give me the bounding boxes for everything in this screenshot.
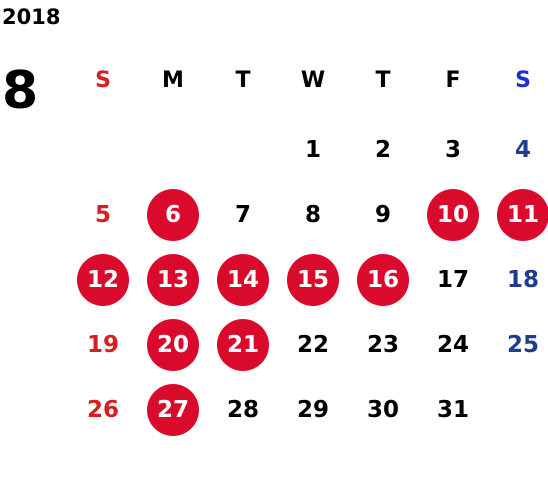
calendar-week-row: 5 6 7 8 9 10 11 (68, 182, 548, 247)
day-number (217, 124, 269, 176)
weekday-header-monday: M (162, 67, 184, 93)
day-number: 2 (374, 136, 391, 163)
calendar-day-cell[interactable]: 22 (278, 312, 348, 377)
calendar-day-cell[interactable]: 16 (348, 247, 418, 312)
day-number: 9 (374, 201, 391, 228)
day-number: 25 (506, 331, 539, 358)
day-number: 17 (436, 266, 469, 293)
day-number: 8 (304, 201, 321, 228)
day-number: 31 (436, 396, 469, 423)
weekday-header-sunday: S (95, 67, 111, 93)
calendar-week-row: 19 20 21 22 23 24 25 (68, 312, 548, 377)
holiday-day-number: 21 (217, 318, 269, 371)
day-number: 18 (506, 266, 539, 293)
calendar-day-cell[interactable]: 6 (138, 182, 208, 247)
holiday-day-number: 14 (217, 253, 269, 306)
calendar-empty-cell (138, 117, 208, 182)
weekday-header-row: S M T W T F S (68, 52, 548, 117)
calendar-day-cell[interactable]: 3 (418, 117, 488, 182)
calendar-day-cell[interactable]: 21 (208, 312, 278, 377)
calendar-day-cell[interactable]: 2 (348, 117, 418, 182)
day-number: 4 (514, 136, 531, 163)
calendar-day-cell[interactable]: 13 (138, 247, 208, 312)
weekday-header-thursday: T (375, 67, 391, 93)
day-number: 24 (436, 331, 469, 358)
calendar-day-cell[interactable]: 27 (138, 377, 208, 442)
day-number: 26 (86, 396, 119, 423)
weekday-header-wednesday: W (300, 67, 326, 93)
calendar-day-cell[interactable]: 7 (208, 182, 278, 247)
day-number: 23 (366, 331, 399, 358)
holiday-day-number: 15 (287, 253, 339, 306)
calendar-day-cell[interactable]: 25 (488, 312, 548, 377)
calendar-day-cell[interactable]: 19 (68, 312, 138, 377)
day-number: 22 (296, 331, 329, 358)
holiday-day-number: 13 (147, 253, 199, 306)
day-number: 19 (86, 331, 119, 358)
weekday-header-friday: F (445, 67, 461, 93)
calendar-day-cell[interactable]: 17 (418, 247, 488, 312)
day-number: 7 (234, 201, 251, 228)
calendar-day-cell[interactable]: 20 (138, 312, 208, 377)
calendar-day-cell[interactable]: 28 (208, 377, 278, 442)
calendar-day-cell[interactable]: 31 (418, 377, 488, 442)
calendar-empty-cell (208, 117, 278, 182)
holiday-day-number: 12 (77, 253, 129, 306)
day-number: 28 (226, 396, 259, 423)
calendar-day-cell[interactable]: 14 (208, 247, 278, 312)
weekday-header-saturday: S (515, 67, 531, 93)
calendar-day-cell[interactable]: 29 (278, 377, 348, 442)
calendar-day-cell[interactable]: 11 (488, 182, 548, 247)
calendar-empty-cell (488, 377, 548, 442)
day-number (77, 124, 129, 176)
calendar-day-cell[interactable]: 5 (68, 182, 138, 247)
holiday-day-number: 6 (147, 188, 199, 241)
day-number: 3 (444, 136, 461, 163)
day-number: 1 (304, 136, 321, 163)
holiday-day-number: 27 (147, 383, 199, 436)
calendar-day-cell[interactable]: 23 (348, 312, 418, 377)
holiday-day-number: 11 (497, 188, 548, 241)
calendar-day-cell[interactable]: 10 (418, 182, 488, 247)
month-number: 8 (2, 61, 39, 121)
calendar-day-cell[interactable]: 1 (278, 117, 348, 182)
calendar-day-cell[interactable]: 8 (278, 182, 348, 247)
holiday-day-number: 20 (147, 318, 199, 371)
calendar-day-cell[interactable]: 26 (68, 377, 138, 442)
day-number: 29 (296, 396, 329, 423)
calendar-day-cell[interactable]: 9 (348, 182, 418, 247)
calendar-day-cell[interactable]: 18 (488, 247, 548, 312)
calendar-day-cell[interactable]: 12 (68, 247, 138, 312)
calendar-day-cell[interactable]: 30 (348, 377, 418, 442)
weekday-header-tuesday: T (235, 67, 251, 93)
holiday-day-number: 10 (427, 188, 479, 241)
day-number: 5 (94, 201, 111, 228)
holiday-day-number: 16 (357, 253, 409, 306)
calendar-week-row: 26 27 28 29 30 31 (68, 377, 548, 442)
year-label: 2018 (2, 5, 61, 29)
calendar-day-cell[interactable]: 15 (278, 247, 348, 312)
calendar-week-row: 12 13 14 15 16 17 18 (68, 247, 548, 312)
calendar-day-cell[interactable]: 4 (488, 117, 548, 182)
calendar-day-cell[interactable]: 24 (418, 312, 488, 377)
calendar-week-row: 1 2 3 4 (68, 117, 548, 182)
day-number (497, 384, 548, 436)
calendar-empty-cell (68, 117, 138, 182)
day-number: 30 (366, 396, 399, 423)
day-number (147, 124, 199, 176)
